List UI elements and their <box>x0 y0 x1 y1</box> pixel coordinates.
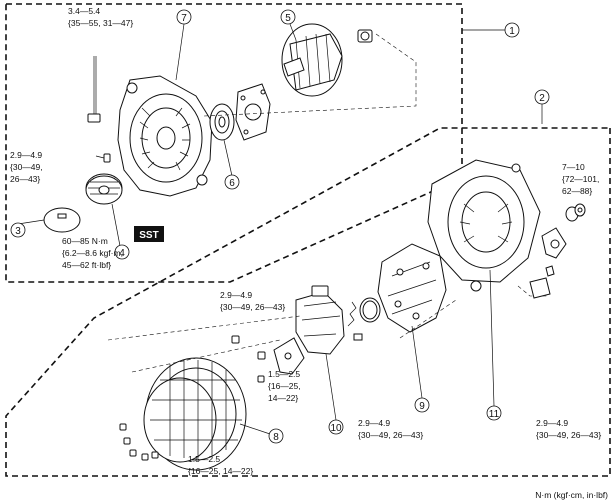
svg-text:5: 5 <box>285 13 291 24</box>
svg-text:10: 10 <box>330 423 342 434</box>
svg-text:{72—101,: {72—101, <box>562 174 599 184</box>
svg-text:{16—25, 14—22}: {16—25, 14—22} <box>188 466 253 476</box>
stator-screws <box>119 423 159 461</box>
assembly-guide-2 <box>107 299 457 373</box>
brush-holder-cover <box>273 337 305 375</box>
svg-text:SST: SST <box>139 230 158 241</box>
callout-1: 1 <box>504 22 520 38</box>
svg-text:2.9—4.9: 2.9—4.9 <box>536 418 568 428</box>
pulley-cap <box>43 207 81 233</box>
front-bearing <box>209 103 235 141</box>
callout-5: 5 <box>280 9 296 25</box>
rectifier <box>377 243 447 333</box>
front-cover-screw <box>95 153 111 163</box>
svg-text:11: 11 <box>489 409 500 420</box>
svg-text:2: 2 <box>539 93 545 104</box>
callout-10: 10 <box>328 419 344 435</box>
svg-text:1.5—2.5: 1.5—2.5 <box>268 369 300 379</box>
rotor-axis-guide <box>203 33 417 117</box>
callout-11: 11 <box>486 405 502 421</box>
group-1-boundary <box>5 3 463 283</box>
terminal-plate <box>529 277 551 299</box>
gasket-ring <box>359 297 381 323</box>
svg-text:{30—49,: {30—49, <box>10 162 43 172</box>
terminal-nut-washer <box>565 203 586 222</box>
svg-text:9: 9 <box>419 401 425 412</box>
svg-text:{16—25,: {16—25, <box>268 381 301 391</box>
torque-rear-cover-screw: 2.9—4.9 {30—49, 26—43} <box>536 418 601 440</box>
pulley <box>85 173 123 205</box>
bearing-retainer-plate <box>235 83 271 141</box>
svg-text:3: 3 <box>15 226 21 237</box>
svg-text:62—88}: 62—88} <box>562 186 592 196</box>
svg-text:2.9—4.9: 2.9—4.9 <box>358 418 390 428</box>
svg-text:60—85 N·m: 60—85 N·m <box>62 236 108 246</box>
svg-text:7: 7 <box>181 13 187 24</box>
torque-stator-screw-b: 1.5—2.5 {16—25, 14—22} <box>188 454 253 476</box>
svg-text:3.4—5.4: 3.4—5.4 <box>68 6 100 16</box>
svg-text:{30—49, 26—43}: {30—49, 26—43} <box>220 302 285 312</box>
torque-front-screw: 2.9—4.9 {30—49, 26—43} <box>10 150 43 184</box>
svg-text:45—62 ft·lbf}: 45—62 ft·lbf} <box>62 260 111 270</box>
torque-regulator-screw: 2.9—4.9 {30—49, 26—43} <box>220 290 285 312</box>
through-bolt <box>87 56 101 123</box>
front-housing <box>117 75 213 197</box>
svg-text:{30—49, 26—43}: {30—49, 26—43} <box>358 430 423 440</box>
torque-rectifier-screw: 2.9—4.9 {30—49, 26—43} <box>358 418 423 440</box>
torque-terminal-nut: 7—10 {72—101, 62—88} <box>562 162 599 196</box>
svg-text:2.9—4.9: 2.9—4.9 <box>220 290 252 300</box>
brush-spring <box>347 301 363 341</box>
svg-text:6: 6 <box>229 178 235 189</box>
terminal-bushing <box>541 227 567 277</box>
callout-7: 7 <box>176 9 192 25</box>
torque-through-bolt: 3.4—5.4 {35—55, 31—47} <box>68 6 133 28</box>
svg-text:1.5—2.5: 1.5—2.5 <box>188 454 220 464</box>
svg-text:1: 1 <box>509 26 515 37</box>
group-2-boundary <box>5 127 611 477</box>
callout-2: 2 <box>534 89 550 105</box>
svg-text:{30—49, 26—43}: {30—49, 26—43} <box>536 430 601 440</box>
regulator <box>295 285 345 355</box>
torque-stator-screw-a: 1.5—2.5 {16—25, 14—22} <box>268 369 301 403</box>
stator <box>143 357 247 471</box>
callout-4: 4 <box>114 244 130 260</box>
regulator-screws <box>231 335 266 383</box>
units-note: N·m (kgf·cm, in·lbf) <box>535 490 608 500</box>
svg-text:7—10: 7—10 <box>562 162 585 172</box>
sst-label: SST <box>134 226 164 242</box>
svg-text:{6.2—8.6 kgf·m,: {6.2—8.6 kgf·m, <box>62 248 123 258</box>
svg-text:2.9—4.9: 2.9—4.9 <box>10 150 42 160</box>
rotor <box>281 23 373 97</box>
svg-text:{35—55, 31—47}: {35—55, 31—47} <box>68 18 133 28</box>
callout-3: 3 <box>10 222 26 238</box>
callout-9: 9 <box>414 397 430 413</box>
svg-text:14—22}: 14—22} <box>268 393 298 403</box>
callout-leaders <box>17 23 543 435</box>
callout-8: 8 <box>268 428 284 444</box>
svg-text:8: 8 <box>273 432 279 443</box>
svg-text:4: 4 <box>119 248 125 259</box>
rear-housing <box>427 159 541 292</box>
torque-pulley-nut: 60—85 N·m {6.2—8.6 kgf·m, 45—62 ft·lbf} <box>62 236 123 270</box>
callout-6: 6 <box>224 174 240 190</box>
svg-text:26—43}: 26—43} <box>10 174 40 184</box>
